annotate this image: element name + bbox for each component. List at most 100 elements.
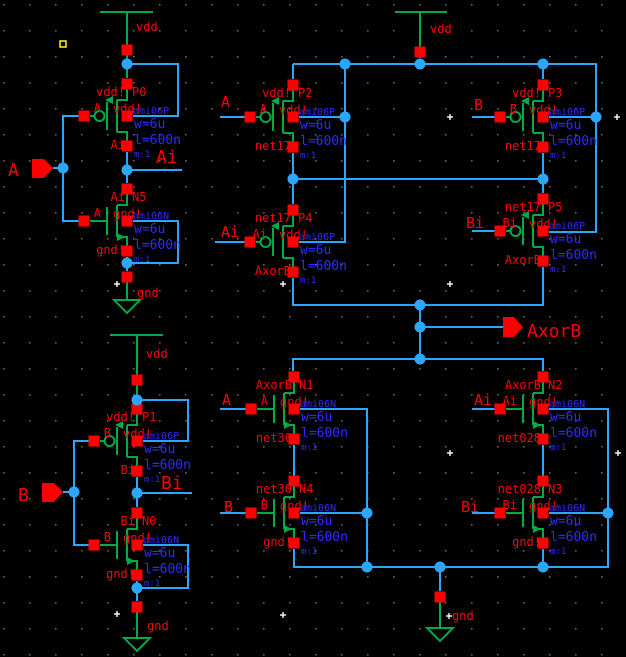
N5-bulk-pin-square[interactable] (121, 215, 133, 227)
P3-gate-net-label[interactable]: B (510, 102, 517, 116)
P3-bottom-net-label[interactable]: net17 (505, 139, 541, 153)
N5-gate-pin-square[interactable] (78, 215, 90, 227)
vdd-label-botleft[interactable]: vdd (146, 347, 168, 361)
port-label-A[interactable]: A (8, 160, 19, 181)
junction-dot[interactable] (131, 582, 143, 594)
P3-gate-pin-square[interactable] (494, 111, 506, 123)
P5-bottom-net-label[interactable]: AxorB (505, 253, 541, 267)
N3-length-param[interactable]: l=600n (550, 530, 597, 545)
P2-length-param[interactable]: l=600n (300, 134, 347, 149)
net-label-Bi-out[interactable]: Bi (161, 473, 183, 494)
N1-bulk-net-label[interactable]: gnd! (280, 395, 309, 409)
P3-mult-param[interactable]: m:1 (550, 151, 566, 161)
P0-length-param[interactable]: l=600n (134, 133, 181, 148)
vdd-label-topmid[interactable]: vdd (430, 22, 452, 36)
junction-dot[interactable] (414, 58, 426, 70)
P2-gate-pin-square[interactable] (244, 111, 256, 123)
N0-gate-pin-square[interactable] (88, 539, 100, 551)
P1-top-net-label[interactable]: vdd! (106, 410, 135, 424)
junction-dot[interactable] (537, 561, 549, 573)
junction-dot[interactable] (414, 299, 426, 311)
P1-source-pin-square[interactable] (131, 403, 143, 415)
N0-top-net-label[interactable]: Bi (121, 514, 135, 528)
P2-source-pin-square[interactable] (287, 79, 299, 91)
P0-bulk-pin-square[interactable] (121, 110, 133, 122)
vdd-tap-square-topmid[interactable] (414, 46, 426, 58)
P1-bulk-net-label[interactable]: vdd! (123, 427, 152, 441)
N0-bulk-net-label[interactable]: gnd! (123, 531, 152, 545)
N2-mult-param[interactable]: m:1 (550, 443, 566, 453)
P4-instance-name[interactable]: P4 (298, 211, 312, 225)
P1-gate-net-label[interactable]: B (104, 426, 111, 440)
N0-mult-param[interactable]: m:1 (144, 579, 160, 589)
P0-gate-pin-square[interactable] (78, 110, 90, 122)
vdd-symbol-botleft[interactable] (110, 334, 163, 403)
wire-pmos-bulk-rail-left[interactable] (299, 64, 346, 243)
junction-dot[interactable] (131, 487, 143, 499)
junction-dot[interactable] (287, 173, 299, 185)
wire-label-B-p3[interactable]: B (474, 96, 483, 114)
N1-bulk-pin-square[interactable] (288, 403, 300, 415)
P2-top-net-label[interactable]: vdd! (262, 86, 291, 100)
wire-label-A-n1[interactable]: A (222, 391, 231, 409)
N2-bulk-net-label[interactable]: gnd! (529, 395, 558, 409)
N4-top-net-label[interactable]: net30 (256, 482, 292, 496)
P2-mult-param[interactable]: m:1 (300, 151, 316, 161)
P5-model-label[interactable]: ami06P (549, 221, 585, 232)
P5-bulk-net-label[interactable]: vdd! (529, 217, 558, 231)
port-pin-A[interactable] (32, 159, 53, 178)
N5-bottom-net-label[interactable]: gnd! (96, 243, 125, 257)
N3-model-label[interactable]: ami06N (549, 503, 585, 514)
P2-instance-name[interactable]: P2 (298, 86, 312, 100)
P1-bottom-net-label[interactable]: Bi (121, 463, 135, 477)
N0-source-pin-square[interactable] (131, 507, 143, 519)
P3-bulk-net-label[interactable]: vdd! (529, 103, 558, 117)
gnd-symbol-botleft[interactable] (121, 612, 153, 653)
P3-bulk-pin-square[interactable] (537, 111, 549, 123)
P0-top-net-label[interactable]: vdd! (96, 85, 125, 99)
N3-gate-pin-square[interactable] (494, 507, 506, 519)
P1-drain-pin-square[interactable] (131, 465, 143, 477)
N0-gate-net-label[interactable]: B (104, 530, 111, 544)
gnd-tap-square-botright[interactable] (434, 591, 446, 603)
N3-gate-net-label[interactable]: Bi (503, 498, 517, 512)
P4-top-net-label[interactable]: net17 (255, 211, 291, 225)
P5-length-param[interactable]: l=600n (550, 248, 597, 263)
N5-instance-name[interactable]: N5 (132, 190, 146, 204)
port-pin-AxorB[interactable] (503, 317, 523, 337)
N2-drain-pin-square[interactable] (537, 433, 549, 445)
gnd-symbol-topleft[interactable] (111, 282, 143, 315)
wire-n5-bulk-tie[interactable] (127, 220, 179, 264)
wire-label-B-n4[interactable]: B (224, 498, 233, 516)
junction-dot[interactable] (537, 58, 549, 70)
P4-drain-pin-square[interactable] (287, 266, 299, 278)
wire-p1-bulk-tie[interactable] (137, 399, 189, 442)
junction-dot[interactable] (121, 257, 133, 269)
wire-label-Ai-p4[interactable]: Ai (221, 223, 239, 241)
N5-mult-param[interactable]: m:1 (134, 255, 150, 265)
P3-instance-name[interactable]: P3 (548, 86, 562, 100)
P2-model-label[interactable]: ami06P (299, 107, 335, 118)
N1-source-pin-square[interactable] (288, 371, 300, 383)
gnd-label-topleft[interactable]: gnd (137, 286, 159, 300)
junction-dot[interactable] (57, 162, 69, 174)
wire-label-A-p2[interactable]: A (221, 93, 230, 111)
N2-bottom-net-label[interactable]: net028 (498, 431, 541, 445)
N5-drain-pin-square[interactable] (121, 245, 133, 257)
gnd-tap-square-topleft[interactable] (121, 271, 133, 283)
N0-drain-pin-square[interactable] (131, 569, 143, 581)
P3-width-param[interactable]: w=6u (550, 118, 581, 133)
N5-length-param[interactable]: l=600n (134, 238, 181, 253)
gnd-symbol-botright[interactable] (424, 602, 456, 643)
P5-gate-net-label[interactable]: Bi (503, 216, 517, 230)
N2-bulk-pin-square[interactable] (537, 403, 549, 415)
N0-model-label[interactable]: ami06N (143, 535, 179, 546)
P1-width-param[interactable]: w=6u (144, 442, 175, 457)
P2-gate-net-label[interactable]: A (260, 102, 268, 116)
